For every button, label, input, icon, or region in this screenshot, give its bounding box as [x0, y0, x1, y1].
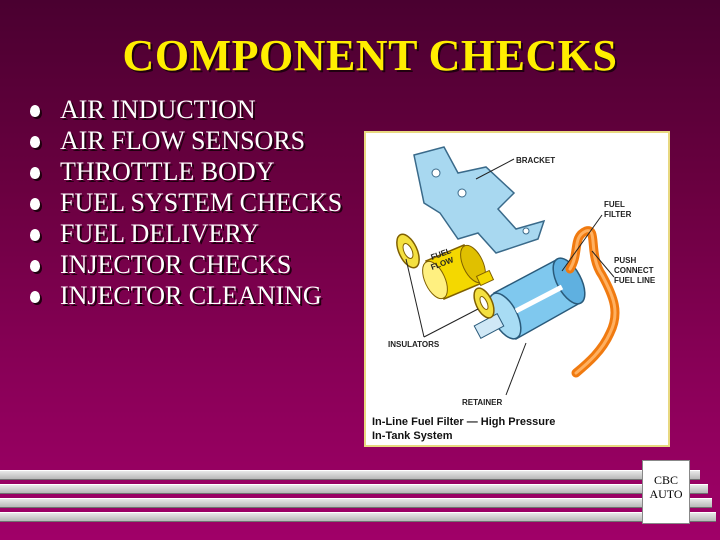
footer-bar-3	[0, 498, 712, 508]
figure-caption-line2: In-Tank System	[372, 430, 453, 442]
label-bracket: BRACKET	[516, 156, 555, 165]
bullet-text: FUEL DELIVERY	[60, 219, 260, 248]
footer-bar-1	[0, 470, 700, 480]
bullet-item: FUEL DELIVERY	[30, 218, 360, 249]
bullet-text: FUEL SYSTEM CHECKS	[60, 188, 343, 217]
diagram-illustration: BRACKET FUEL FILTER FUEL FLOW PUSH CONNE…	[372, 146, 656, 442]
bracket-shape	[413, 146, 546, 254]
footer-bar-2	[0, 484, 708, 494]
bullet-text: INJECTOR CHECKS	[60, 250, 292, 279]
label-retainer: RETAINER	[462, 398, 503, 407]
logo-line-1: CBC	[653, 473, 678, 487]
label-insulators: INSULATORS	[388, 340, 440, 349]
bullet-icon	[30, 198, 40, 210]
bullet-icon	[30, 260, 40, 272]
bullet-text: THROTTLE BODY	[60, 157, 275, 186]
bullet-icon	[30, 229, 40, 241]
fuel-flow-cylinder	[422, 244, 495, 300]
bullet-icon	[30, 136, 40, 148]
bullet-item: INJECTOR CLEANING	[30, 280, 360, 311]
label-fuel: FUEL	[604, 200, 625, 209]
bullet-item: INJECTOR CHECKS	[30, 249, 360, 280]
bullet-text: INJECTOR CLEANING	[60, 281, 322, 310]
label-connect: CONNECT	[614, 266, 654, 275]
bullet-item: THROTTLE BODY	[30, 156, 360, 187]
footer-bar-4	[0, 512, 716, 522]
label-fuel-line: FUEL LINE	[614, 276, 656, 285]
bullet-icon	[30, 167, 40, 179]
logo-line-2: AUTO	[649, 487, 683, 501]
label-push: PUSH	[614, 256, 636, 265]
fuel-filter-canister	[473, 257, 586, 341]
insulator-rings	[396, 233, 495, 319]
bullet-icon	[30, 105, 40, 117]
bullet-icon	[30, 291, 40, 303]
bullet-item: FUEL SYSTEM CHECKS	[30, 187, 360, 218]
cbc-auto-logo: CBC AUTO	[642, 460, 690, 524]
leader-lines	[405, 158, 615, 396]
fuel-filter-diagram: BRACKET FUEL FILTER FUEL FLOW PUSH CONNE…	[364, 131, 670, 447]
figure-caption-line1: In-Line Fuel Filter — High Pressure	[372, 416, 555, 428]
bullet-text: AIR FLOW SENSORS	[60, 126, 306, 155]
bullet-item: AIR INDUCTION	[30, 94, 360, 125]
bullet-list: AIR INDUCTION AIR FLOW SENSORS THROTTLE …	[30, 94, 360, 311]
bullet-item: AIR FLOW SENSORS	[30, 125, 360, 156]
slide-title: COMPONENT CHECKS	[122, 31, 618, 80]
label-filter: FILTER	[604, 210, 632, 219]
bullet-text: AIR INDUCTION	[60, 95, 256, 124]
